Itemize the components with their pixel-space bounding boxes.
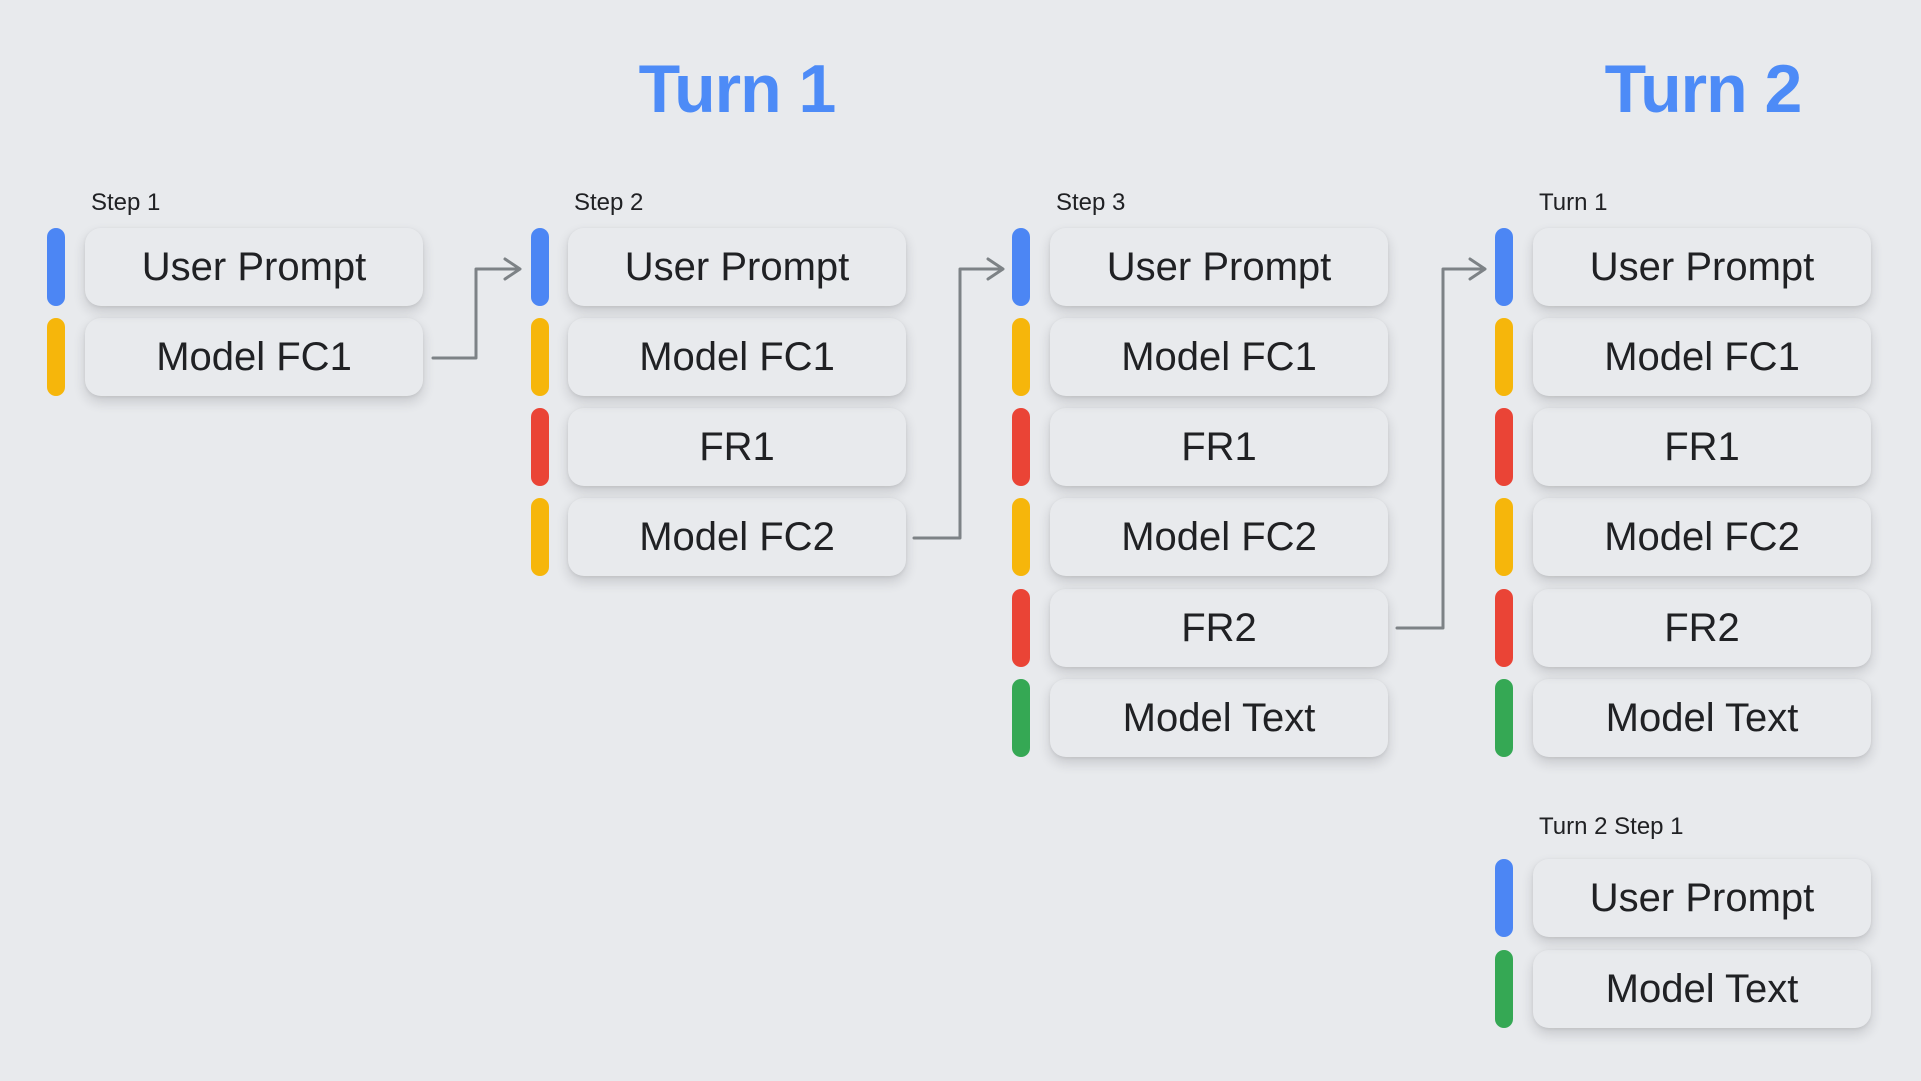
function-response-color-bar [1495,589,1513,667]
function-response-color-bar [1012,408,1030,486]
function-response-color-bar [531,408,549,486]
model-fc1-card: Model FC1 [85,318,423,396]
step-2-label: Step 2 [574,189,644,216]
user-prompt-color-bar [1495,228,1513,306]
user-prompt-card: User Prompt [85,228,423,306]
user-prompt-color-bar [47,228,65,306]
arrowhead-icon [1468,257,1487,281]
turn-1-header: Turn 1 [638,51,837,127]
user-prompt-color-bar [531,228,549,306]
user-prompt-card: User Prompt [1533,859,1871,937]
model-fc1-card: Model FC1 [1533,318,1871,396]
model-text-card: Model Text [1533,950,1871,1028]
model-fc-color-bar [531,498,549,576]
model-text-card: Model Text [1533,679,1871,757]
turn-2-step-1-label: Turn 2 Step 1 [1539,813,1684,840]
model-fc-color-bar [1495,498,1513,576]
turn-2-header: Turn 2 [1604,51,1803,127]
user-prompt-card: User Prompt [1533,228,1871,306]
user-prompt-card: User Prompt [1050,228,1388,306]
fr1-card: FR1 [1533,408,1871,486]
step-3-label: Step 3 [1056,189,1126,216]
arrowhead-icon [503,257,522,281]
arrow-step1-to-step2 [431,267,520,360]
model-fc-color-bar [47,318,65,396]
function-response-color-bar [1495,408,1513,486]
model-fc-color-bar [1012,498,1030,576]
fr2-card: FR2 [1533,589,1871,667]
fr2-card: FR2 [1050,589,1388,667]
turn-1-context-label: Turn 1 [1539,189,1608,216]
model-fc-color-bar [1495,318,1513,396]
arrow-step2-to-step3 [912,267,1003,540]
arrowhead-icon [986,257,1005,281]
model-fc-color-bar [531,318,549,396]
model-fc-color-bar [1012,318,1030,396]
model-text-card: Model Text [1050,679,1388,757]
model-fc2-card: Model FC2 [1533,498,1871,576]
model-text-color-bar [1012,679,1030,757]
model-text-color-bar [1495,950,1513,1028]
model-fc1-card: Model FC1 [1050,318,1388,396]
model-fc2-card: Model FC2 [1050,498,1388,576]
user-prompt-color-bar [1495,859,1513,937]
model-text-color-bar [1495,679,1513,757]
model-fc2-card: Model FC2 [568,498,906,576]
fr1-card: FR1 [1050,408,1388,486]
function-response-color-bar [1012,589,1030,667]
step-1-label: Step 1 [91,189,161,216]
user-prompt-card: User Prompt [568,228,906,306]
fr1-card: FR1 [568,408,906,486]
model-fc1-card: Model FC1 [568,318,906,396]
arrow-step3-to-turn2 [1395,267,1485,630]
user-prompt-color-bar [1012,228,1030,306]
